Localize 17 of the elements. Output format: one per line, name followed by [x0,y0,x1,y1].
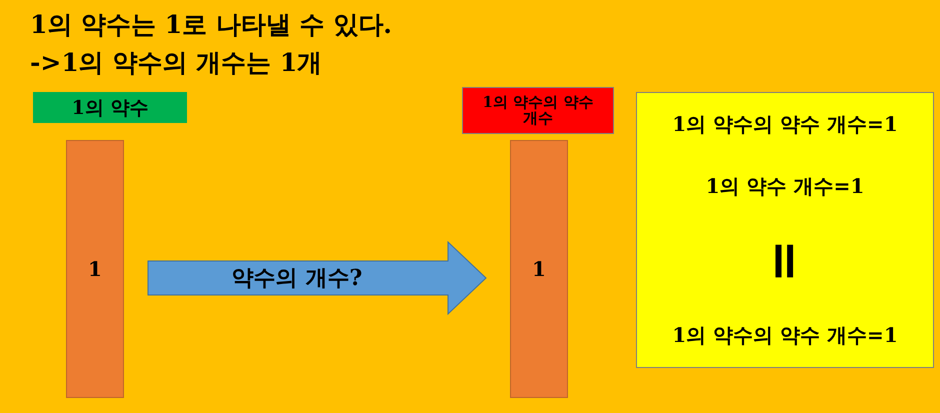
node-text: 1의 약수의 약수 개수=1 [672,110,898,138]
node-text: 1의 약수의 약수 개수=1 [672,322,898,350]
title-box [33,92,187,123]
node-text: 1 [88,257,102,281]
value-bar [66,140,124,398]
heading: 1의 약수는 1로 나타낼 수 있다. [30,9,392,41]
node-text: 1 [532,257,546,281]
node-text: 1의 약수 개수=1 [706,172,864,200]
node-text: 1의 약수의 약수 개수 [482,94,594,126]
edge-label: 약수의 개수? [232,264,362,293]
block-arrow [148,240,487,316]
node-text: 1의 약수 [72,96,148,120]
equals-sign: = [759,239,811,283]
title-box [462,87,614,134]
result-panel [636,92,934,368]
subheading: ->1의 약수의 개수는 1개 [30,47,322,79]
value-bar [510,140,568,398]
